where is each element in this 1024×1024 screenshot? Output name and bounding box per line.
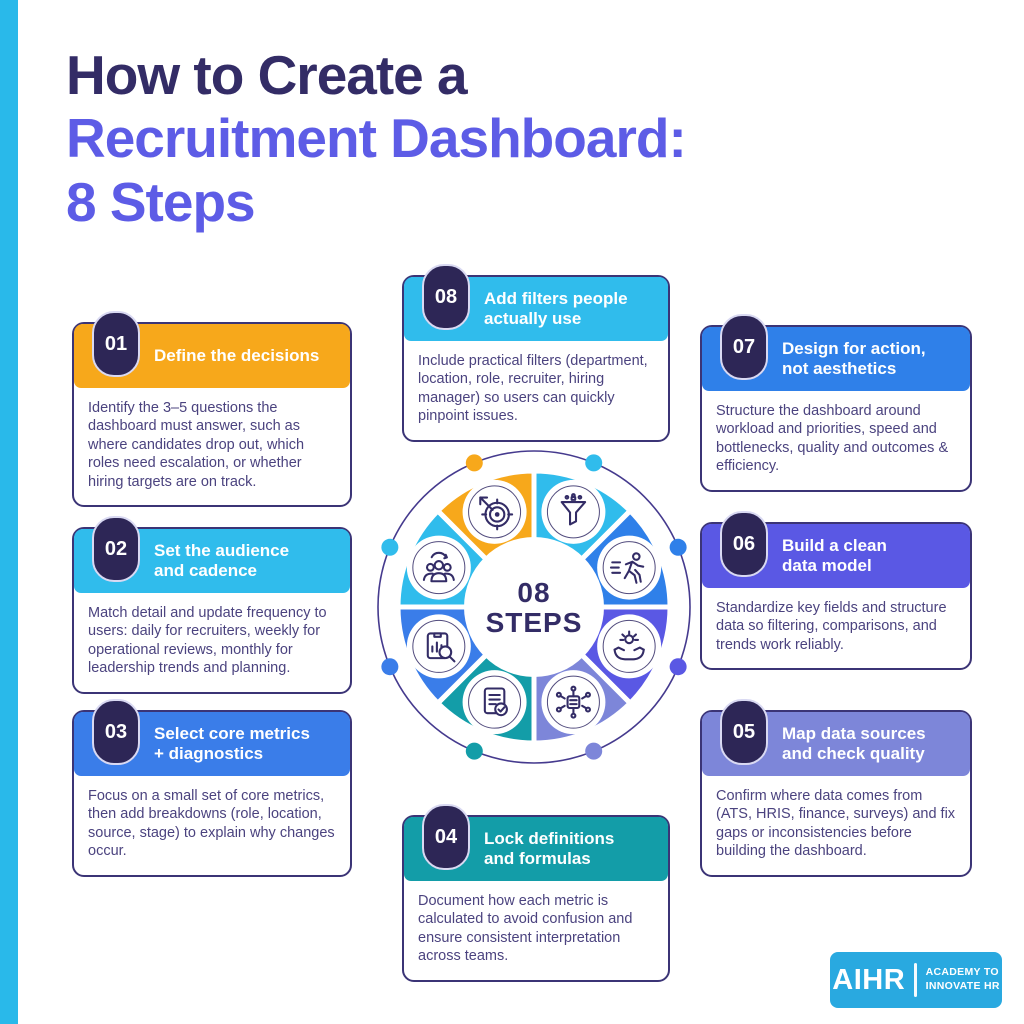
step-description: Focus on a small set of core metrics, th… xyxy=(88,788,335,860)
page-title: How to Create a Recruitment Dashboard: 8… xyxy=(66,44,687,234)
icon-medallion xyxy=(462,670,527,735)
step-number: 04 xyxy=(434,825,458,848)
left-accent-bar xyxy=(0,0,18,1024)
logo-divider xyxy=(914,963,917,997)
step-card-01: 01 Define the decisions Identify the 3–5… xyxy=(72,311,352,508)
step-number: 01 xyxy=(104,332,128,355)
step-number: 05 xyxy=(732,720,756,743)
step-number-badge: 08 xyxy=(422,264,470,330)
segment-dot xyxy=(669,538,687,556)
step-title: Select core metrics+ diagnostics xyxy=(154,723,310,763)
logo-tagline-line1: ACADEMY TO xyxy=(925,966,999,979)
step-number-badge: 03 xyxy=(92,699,140,765)
wheel-center-label: STEPS xyxy=(486,607,583,638)
step-number-badge: 07 xyxy=(720,314,768,380)
step-number: 02 xyxy=(104,537,128,560)
step-number: 03 xyxy=(104,720,128,743)
step-number-badge: 04 xyxy=(422,804,470,870)
step-description: Include practical filters (department, l… xyxy=(418,353,648,425)
step-description: Confirm where data comes from (ATS, HRIS… xyxy=(716,788,956,860)
network-hub-icon xyxy=(555,685,591,719)
title-line-2: Recruitment Dashboard: xyxy=(66,107,687,170)
step-description: Document how each metric is calculated t… xyxy=(418,893,633,965)
step-number: 06 xyxy=(732,532,756,555)
step-number-badge: 05 xyxy=(720,699,768,765)
segment-dot xyxy=(585,454,603,472)
step-number-badge: 06 xyxy=(720,511,768,577)
aihr-logo: AIHR ACADEMY TO INNOVATE HR xyxy=(830,952,1002,1008)
wheel-center-number: 08 xyxy=(517,577,550,608)
step-number: 08 xyxy=(434,285,458,308)
outer-ring xyxy=(377,450,691,764)
steps-wheel: .seg{stroke:#ffffff;stroke-width:5;strok… xyxy=(366,439,702,775)
funnel-filter-icon xyxy=(560,493,587,526)
logo-tagline: ACADEMY TO INNOVATE HR xyxy=(926,966,1000,993)
document-check-icon xyxy=(483,687,508,717)
title-line-3: 8 Steps xyxy=(66,170,256,233)
hands-holding-icon xyxy=(613,630,645,661)
step-card-03: 03 Select core metrics+ diagnostics Focu… xyxy=(72,699,352,877)
target-arrow-icon xyxy=(479,496,514,531)
segment-dot xyxy=(669,658,687,676)
icon-medallion xyxy=(406,535,471,600)
segment-dot xyxy=(381,658,399,676)
icon-medallion xyxy=(541,479,606,544)
step-number-badge: 02 xyxy=(92,516,140,582)
logo-tagline-line2: INNOVATE HR xyxy=(925,980,1000,992)
segment-dot xyxy=(465,454,483,472)
people-cadence-icon xyxy=(422,551,455,583)
runner-speed-icon xyxy=(609,552,645,584)
title-line-1: How to Create a xyxy=(66,44,468,106)
segment-dot xyxy=(381,538,399,556)
step-number: 07 xyxy=(732,335,756,358)
icon-medallion xyxy=(462,479,527,544)
step-card-07: 07 Design for action,not aesthetics Stru… xyxy=(700,314,972,492)
icon-medallion xyxy=(541,670,606,735)
step-number-badge: 01 xyxy=(92,311,140,377)
icon-medallion xyxy=(597,614,662,679)
logo-brand-text: AIHR xyxy=(832,963,906,996)
step-title: Define the decisions xyxy=(154,345,320,365)
step-description: Match detail and update frequency to use… xyxy=(88,605,327,677)
step-description: Identify the 3–5 questions the dashboard… xyxy=(88,400,305,490)
segment-dot xyxy=(585,742,603,760)
step-title: Design for action,not aesthetics xyxy=(782,338,926,378)
step-description: Standardize key fields and structure dat… xyxy=(716,600,947,653)
icon-medallion xyxy=(406,614,471,679)
step-description: Structure the dashboard around workload … xyxy=(716,403,949,475)
segment-dot xyxy=(465,742,483,760)
clipboard-magnifier-icon xyxy=(426,632,456,663)
wheel-center xyxy=(464,537,604,677)
